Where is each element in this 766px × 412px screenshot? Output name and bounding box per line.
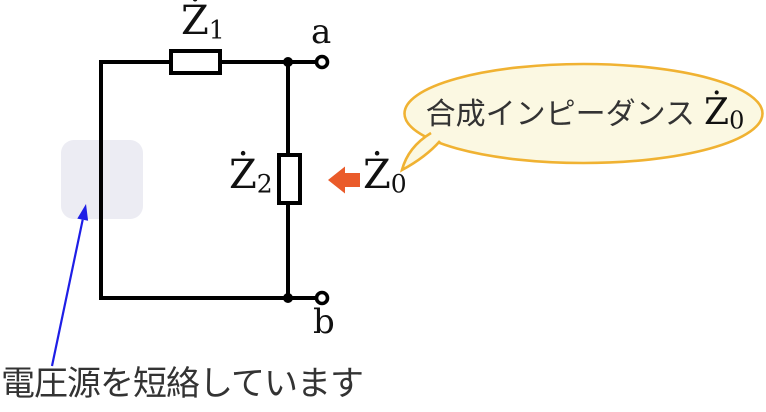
z0-label: Ż0: [363, 155, 407, 197]
resistor-z2: [277, 153, 302, 205]
junction-dot-top: [283, 57, 293, 67]
terminal-a-label: a: [311, 12, 332, 52]
z1-label: Ż1: [181, 1, 225, 43]
z0-subscript: 0: [390, 169, 407, 199]
callout-z-subscript: 0: [729, 106, 745, 135]
terminal-b-label: b: [313, 302, 335, 342]
z2-subscript: 2: [256, 169, 273, 199]
z2-label: Ż2: [229, 155, 273, 197]
up-pointer-arrow-icon: [50, 204, 89, 367]
callout-phrase: 合成インピーダンス: [425, 98, 696, 131]
z1-base: Ż: [181, 0, 209, 44]
z1-subscript: 1: [208, 15, 225, 45]
short-circuit-caption: 電圧源を短絡しています: [1, 365, 364, 403]
speech-bubble: [399, 62, 764, 173]
callout-z-base: Ż: [704, 92, 730, 133]
terminal-a-circle: [314, 54, 330, 70]
left-arrow-icon: [328, 166, 360, 194]
resistor-z1: [169, 49, 222, 75]
terminal-b-circle: [314, 290, 330, 306]
z0-base: Ż: [363, 152, 391, 198]
z2-base: Ż: [229, 152, 257, 198]
junction-dot-bottom: [283, 293, 293, 303]
